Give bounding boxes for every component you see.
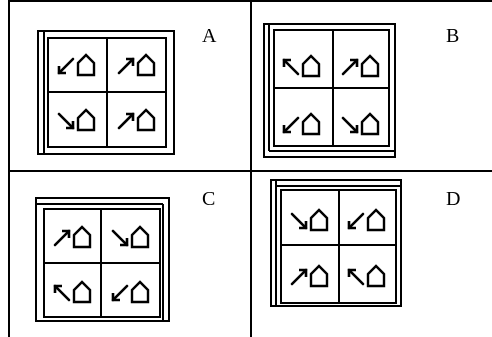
panel-a-cell-1 <box>57 53 96 77</box>
panel-d-cell-4 <box>347 264 386 288</box>
down-left-arrow-icon <box>282 116 300 134</box>
down-right-arrow-icon <box>290 212 308 230</box>
panel-c-cell-2 <box>111 225 150 249</box>
up-right-arrow-icon <box>117 112 135 130</box>
house-outline-icon <box>360 112 380 136</box>
panel-a-cell-4 <box>117 108 156 132</box>
up-left-arrow-icon <box>282 58 300 76</box>
panel-a-cell-3 <box>57 108 96 132</box>
panel-b-label: B <box>446 25 460 47</box>
house-outline-icon <box>136 53 156 77</box>
house-outline-icon <box>72 280 92 304</box>
up-right-arrow-icon <box>341 58 359 76</box>
down-left-arrow-icon <box>111 284 129 302</box>
panel-d-label: D <box>446 188 461 210</box>
house-outline-icon <box>301 54 321 78</box>
up-left-arrow-icon <box>347 268 365 286</box>
up-left-arrow-icon <box>53 284 71 302</box>
panel-b-figure <box>263 23 396 158</box>
panel-d-cell-3 <box>290 264 329 288</box>
house-outline-icon <box>130 225 150 249</box>
panel-c-outer-frame <box>35 197 170 322</box>
panel-b-cell-3 <box>282 112 321 136</box>
up-right-arrow-icon <box>290 268 308 286</box>
panel-b-cell-4 <box>341 112 380 136</box>
up-right-arrow-icon <box>53 229 71 247</box>
house-outline-icon <box>309 264 329 288</box>
house-outline-icon <box>76 53 96 77</box>
panel-c-cell-4 <box>111 280 150 304</box>
panel-c-cell-3 <box>53 280 92 304</box>
panel-dividers <box>8 0 492 337</box>
panel-b-cell-2 <box>341 54 380 78</box>
panel-a-label: A <box>202 25 217 47</box>
house-outline-icon <box>309 208 329 232</box>
house-outline-icon <box>366 264 386 288</box>
house-outline-icon <box>360 54 380 78</box>
house-outline-icon <box>301 112 321 136</box>
panel-c-figure <box>35 197 170 322</box>
panel-a-cell-2 <box>117 53 156 77</box>
house-outline-icon <box>76 108 96 132</box>
down-left-arrow-icon <box>57 57 75 75</box>
panel-c-cell-1 <box>53 225 92 249</box>
down-right-arrow-icon <box>111 229 129 247</box>
down-right-arrow-icon <box>57 112 75 130</box>
up-right-arrow-icon <box>117 57 135 75</box>
panel-d-cell-2 <box>347 208 386 232</box>
down-left-arrow-icon <box>347 212 365 230</box>
panel-c-label: C <box>202 188 216 210</box>
panel-d-cell-1 <box>290 208 329 232</box>
house-outline-icon <box>136 108 156 132</box>
down-right-arrow-icon <box>341 116 359 134</box>
panel-b-cell-1 <box>282 54 321 78</box>
panel-d-figure <box>270 179 402 307</box>
house-outline-icon <box>72 225 92 249</box>
panel-d-outer-frame <box>270 179 402 307</box>
panel-b-outer-frame <box>263 23 396 158</box>
panel-a-outer-frame <box>37 30 175 155</box>
house-outline-icon <box>366 208 386 232</box>
house-outline-icon <box>130 280 150 304</box>
panel-a-figure <box>37 30 175 155</box>
